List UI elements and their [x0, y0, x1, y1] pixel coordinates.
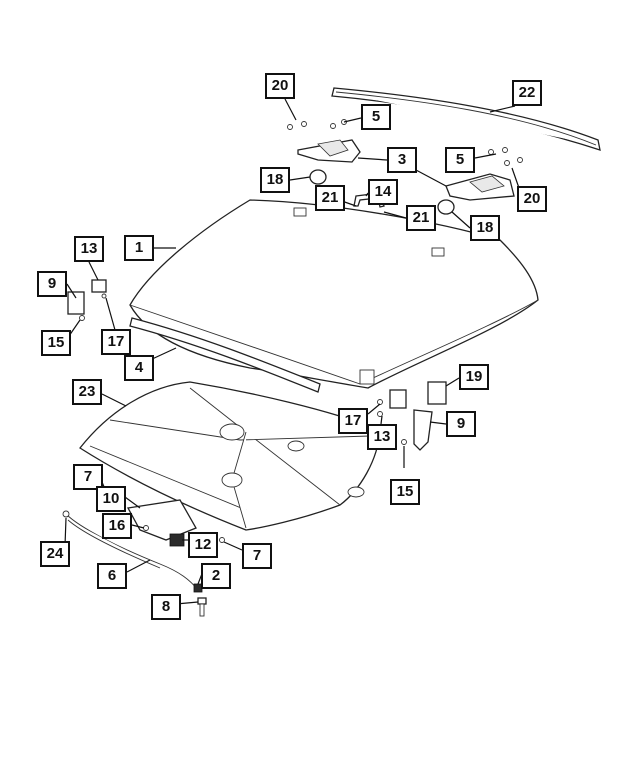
latch-right [377, 381, 447, 451]
release-cable [62, 510, 203, 593]
callout-4: 4 [124, 355, 154, 381]
callout-21: 21 [315, 185, 345, 211]
callout-16: 16 [102, 513, 132, 539]
bolt [197, 597, 207, 617]
callout-1: 1 [124, 235, 154, 261]
hood-inner-panel [79, 381, 381, 531]
callout-5: 5 [445, 147, 475, 173]
callout-12: 12 [188, 532, 218, 558]
callout-13: 13 [74, 236, 104, 262]
callout-5: 5 [361, 104, 391, 130]
callout-24: 24 [40, 541, 70, 567]
callout-7: 7 [242, 543, 272, 569]
fasteners-top [287, 119, 523, 166]
callout-18: 18 [260, 167, 290, 193]
callout-17: 17 [101, 329, 131, 355]
hinge-bracket-right [445, 173, 515, 201]
front-seal-strip [129, 317, 321, 393]
hinge-bracket-left [297, 139, 361, 163]
hood-panel [129, 199, 539, 389]
callout-3: 3 [387, 147, 417, 173]
callout-23: 23 [72, 379, 102, 405]
callout-20: 20 [517, 186, 547, 212]
callout-20: 20 [265, 73, 295, 99]
weatherstrip-seal [331, 87, 601, 151]
callout-18: 18 [470, 215, 500, 241]
callout-13: 13 [367, 424, 397, 450]
callout-17: 17 [338, 408, 368, 434]
leader-lines [64, 98, 520, 605]
latch-left [67, 279, 107, 321]
callout-6: 6 [97, 563, 127, 589]
callout-8: 8 [151, 594, 181, 620]
callout-22: 22 [512, 80, 542, 106]
callout-21: 21 [406, 205, 436, 231]
callout-2: 2 [201, 563, 231, 589]
callout-9: 9 [37, 271, 67, 297]
callout-19: 19 [459, 364, 489, 390]
callout-15: 15 [41, 330, 71, 356]
callout-10: 10 [96, 486, 126, 512]
callout-14: 14 [368, 179, 398, 205]
callout-7: 7 [73, 464, 103, 490]
callout-15: 15 [390, 479, 420, 505]
callout-9: 9 [446, 411, 476, 437]
